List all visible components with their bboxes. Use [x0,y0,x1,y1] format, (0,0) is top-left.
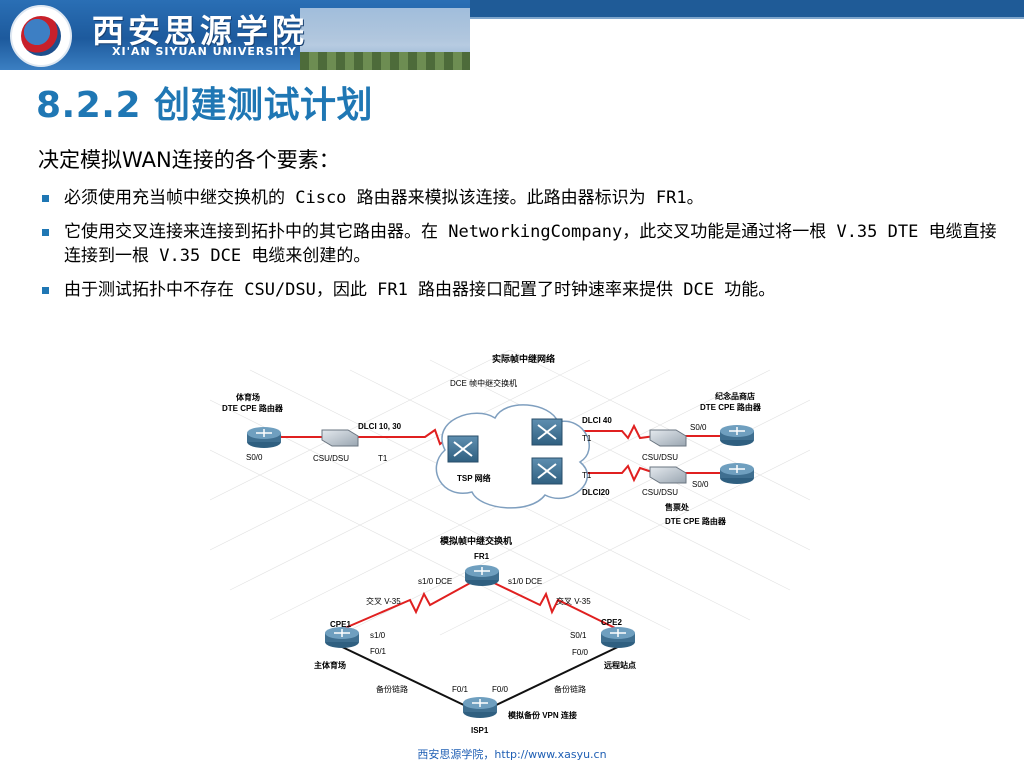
lower-t1-label: T1 [582,471,592,480]
footer-text: 西安思源学院，http://www.xasyu.cn [417,748,607,761]
link-upper-t1 [555,423,656,440]
cloud-label: TSP 网络 [457,473,491,483]
stadium-csu-label: CSU/DSU [313,454,349,463]
ticket-csu-icon [649,466,687,484]
shop-csu-icon [649,429,687,447]
cpe1-eth-label: F0/1 [370,647,387,656]
bullet-text: 它使用交叉连接来连接到拓扑中的其它路由器。在 NetworkingCompany… [64,222,997,266]
bullet-square-icon [42,229,49,236]
bullet-item: 由于测试拓扑中不存在 CSU/DSU，因此 FR1 路由器接口配置了时钟速率来提… [38,278,1013,302]
backup-left-label: 备份链路 [376,684,408,694]
bullet-item: 它使用交叉连接来连接到拓扑中的其它路由器。在 NetworkingCompany… [38,220,1013,268]
stadium-router-icon [247,427,281,448]
cpe1-label: CPE1 [330,620,351,629]
fr1-label: FR1 [474,552,490,561]
top-diagram-subtitle: DCE 帧中继交换机 [450,378,517,388]
isp1-label: ISP1 [471,726,489,735]
ticket-router-icon [720,463,754,484]
shop-site-label: 纪念品商店 [715,391,755,401]
ticket-site-label: 售票处 [664,502,690,512]
header-bar [470,0,1024,17]
isp-left-port-label: F0/1 [452,685,469,694]
bullet-square-icon [42,287,49,294]
bullet-text: 必须使用充当帧中继交换机的 Cisco 路由器来模拟该连接。此路由器标识为 FR… [64,188,704,208]
cross-right-label: 交叉 V-35 [556,596,591,606]
slide-title: 8.2.2 创建测试计划 [36,85,374,126]
upper-t1-label: T1 [582,434,592,443]
link-cpe2-isp1 [491,644,623,708]
header-divider [470,17,1024,19]
isp-right-port-label: F0/0 [492,685,509,694]
fr-switch-upper-icon [531,418,563,446]
lower-dlci-label: DLCI20 [582,488,610,497]
cpe2-serial-label: S0/1 [570,631,587,640]
cpe2-eth-label: F0/0 [572,648,589,657]
upper-dlci-label: DLCI 40 [582,416,612,425]
bullet-square-icon [42,195,49,202]
link-cpe1-isp1 [337,644,469,708]
link-lower-t1 [555,464,656,483]
stadium-csu-icon [321,429,359,447]
cpe2-site-label: 远程站点 [604,660,636,670]
shop-router-icon [720,425,754,446]
cross-left-label: 交叉 V-35 [366,596,401,606]
stadium-t1-label: T1 [378,454,388,463]
link-fr1-cpe1 [344,581,473,629]
bullet-list: 必须使用充当帧中继交换机的 Cisco 路由器来模拟该连接。此路由器标识为 FR… [38,186,1013,312]
stadium-site-label: 体育场 [236,392,260,402]
network-diagram: 实际帧中继网络 DCE 帧中继交换机 体育场 DTE CPE 路由器 S0/0 … [209,349,811,742]
cpe1-serial-label: s1/0 [370,631,386,640]
slide-intro: 决定模拟WAN连接的各个要素： [38,148,340,172]
university-name-en: XI'AN SIYUAN UNIVERSITY [112,45,297,58]
top-diagram-title: 实际帧中继网络 [492,353,555,364]
shop-device-label: DTE CPE 路由器 [700,402,762,412]
background-grid [209,349,811,636]
ticket-device-label: DTE CPE 路由器 [665,516,727,526]
fr-switch-center-icon [447,435,479,463]
stadium-port-label: S0/0 [246,453,263,462]
bullet-item: 必须使用充当帧中继交换机的 Cisco 路由器来模拟该连接。此路由器标识为 FR… [38,186,1013,210]
cpe2-label: CPE2 [601,618,622,627]
university-logo-icon [10,5,72,67]
cpe2-router-icon [601,627,635,648]
fr1-right-port-label: s1/0 DCE [508,577,542,586]
backup-right-label: 备份链路 [554,684,586,694]
header-banner: 西安思源学院 XI'AN SIYUAN UNIVERSITY [0,0,470,70]
stadium-device-label: DTE CPE 路由器 [222,403,284,413]
shop-csu-label: CSU/DSU [642,453,678,462]
isp1-router-icon [463,697,497,718]
fr1-router-icon [465,565,499,586]
bottom-diagram-title: 模拟帧中继交换机 [440,535,512,546]
campus-trees [300,52,470,70]
bullet-text: 由于测试拓扑中不存在 CSU/DSU，因此 FR1 路由器接口配置了时钟速率来提… [64,280,776,300]
link-fr1-cpe2 [491,581,616,629]
shop-port-label: S0/0 [690,423,707,432]
cpe1-router-icon [325,627,359,648]
fr-switch-lower-icon [531,457,563,485]
cpe1-site-label: 主体育场 [314,660,346,670]
ticket-port-label: S0/0 [692,480,709,489]
ticket-csu-label: CSU/DSU [642,488,678,497]
university-name-cn: 西安思源学院 [92,12,309,50]
isp-vpn-label: 模拟备份 VPN 连接 [508,710,577,720]
stadium-dlci-label: DLCI 10, 30 [358,422,402,431]
fr1-left-port-label: s1/0 DCE [418,577,452,586]
